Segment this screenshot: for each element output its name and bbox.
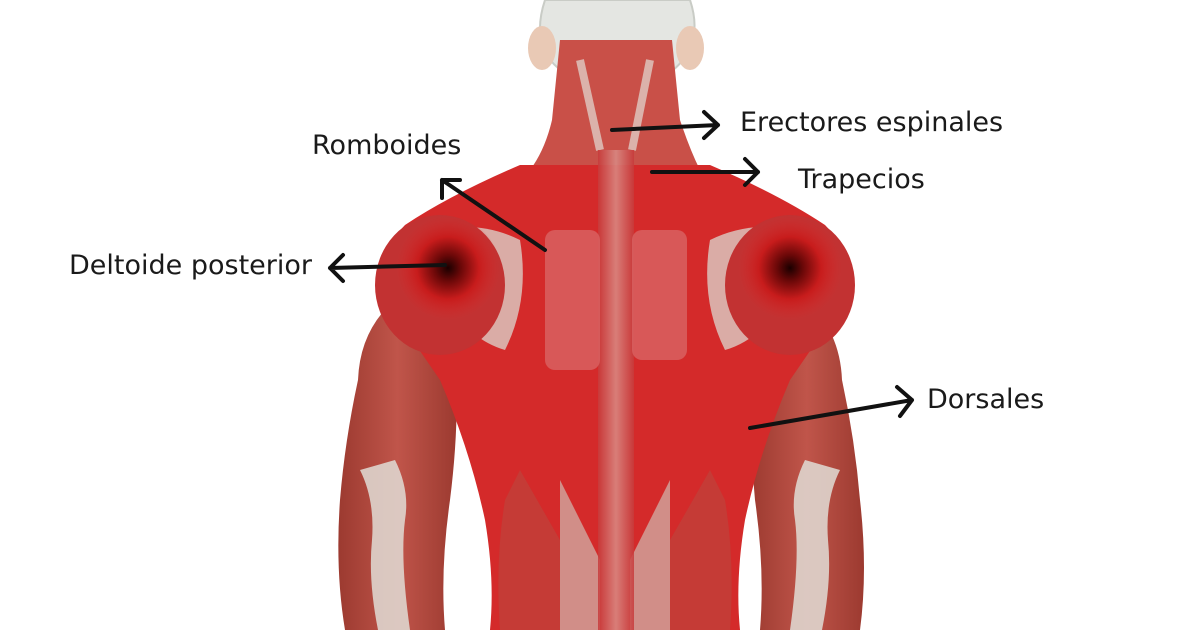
arrow-romboides — [440, 178, 547, 252]
label-romboides: Romboides — [312, 130, 462, 161]
label-trapecios: Trapecios — [798, 164, 925, 195]
right-ear — [676, 26, 704, 70]
arrow-deltoide — [328, 253, 447, 283]
label-deltoide-posterior: Deltoide posterior — [69, 250, 312, 281]
left-rhomboid — [545, 230, 600, 370]
right-deltoid-hotspot — [738, 216, 842, 320]
right-rhomboid — [632, 230, 687, 360]
left-ear — [528, 26, 556, 70]
label-erectores-espinales: Erectores espinales — [740, 107, 1004, 138]
arrow-trapecios — [650, 157, 760, 187]
neck — [530, 40, 700, 170]
neck-tendons — [576, 59, 654, 151]
spine — [598, 150, 634, 630]
arrow-erectores — [610, 110, 720, 140]
arrow-dorsales — [748, 385, 914, 430]
lower-back-texture — [498, 470, 732, 630]
right-elbow-tendon — [790, 460, 840, 630]
label-dorsales: Dorsales — [927, 384, 1045, 415]
arrows — [328, 110, 914, 430]
left-elbow-tendon — [360, 460, 410, 630]
left-deltoid-hotspot — [396, 216, 500, 320]
left-arm — [338, 300, 457, 630]
lower-back-tendon — [560, 480, 670, 630]
